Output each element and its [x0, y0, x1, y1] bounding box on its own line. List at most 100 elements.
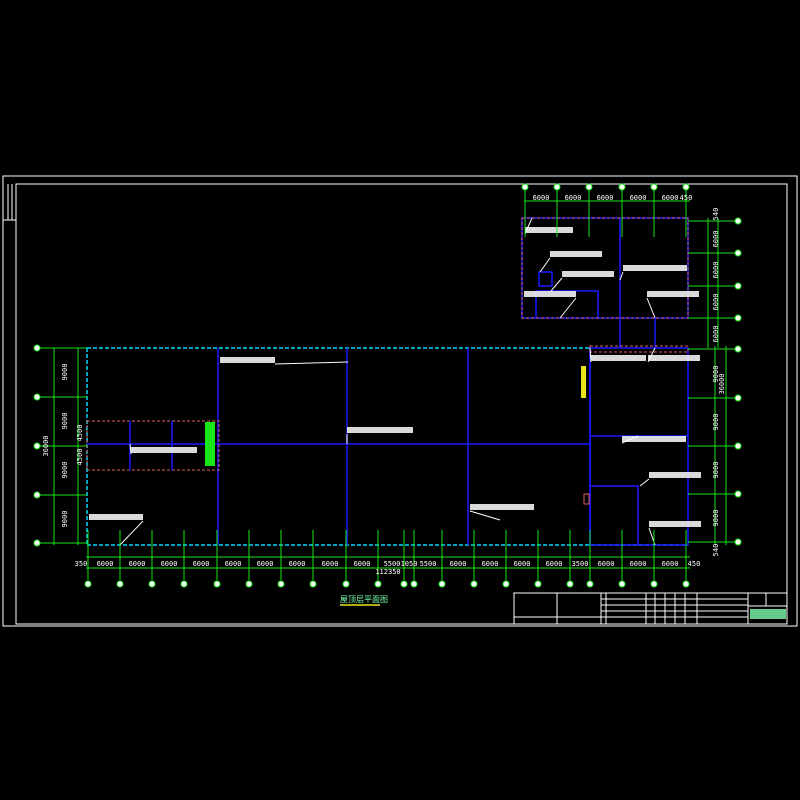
axis-bubble	[180, 580, 188, 588]
annotation-label	[470, 504, 534, 510]
annotation-label	[525, 227, 573, 233]
axis-bubble	[400, 580, 408, 588]
leader-line	[129, 443, 132, 455]
outer-frame	[2, 175, 798, 627]
axis-bubble	[734, 217, 742, 225]
dimension-text: 6000	[257, 560, 274, 568]
leader-line	[646, 297, 656, 319]
stair-hatch	[205, 422, 215, 466]
dimension-text: 6000	[354, 560, 371, 568]
dimension-text: 6000	[630, 560, 647, 568]
leader-line	[469, 510, 501, 521]
dimension-text: 6000	[565, 194, 582, 202]
annotation-label	[623, 265, 687, 271]
building-walls	[86, 217, 689, 546]
leader-line	[539, 257, 551, 273]
annotation-label	[591, 355, 646, 361]
dimension-text: 9000	[61, 413, 69, 430]
dimension-text: 350	[75, 560, 88, 568]
title-block-logo	[750, 609, 786, 619]
axis-bubble	[553, 183, 561, 191]
leader-line	[274, 361, 349, 365]
annotation-label	[524, 291, 576, 297]
dimension-text: 6000	[662, 560, 679, 568]
axis-bubble	[650, 580, 658, 588]
dimension-text: 9000	[712, 366, 720, 383]
axis-bubble	[470, 580, 478, 588]
axis-bubble	[33, 393, 41, 401]
dimension-text: 450	[688, 560, 701, 568]
axis-bubble	[245, 580, 253, 588]
axis-bubble	[618, 183, 626, 191]
axis-bubble	[213, 580, 221, 588]
dimension-text: 5500	[384, 560, 401, 568]
dimension-text: 4500	[76, 425, 84, 442]
leader-line	[639, 478, 650, 487]
dimension-text: 6000	[289, 560, 306, 568]
axis-bubble	[84, 580, 92, 588]
axis-bubble	[586, 580, 594, 588]
axis-bubble	[566, 580, 574, 588]
leader-line	[550, 277, 563, 292]
axis-bubble	[277, 580, 285, 588]
dimension-text: 9000	[712, 414, 720, 431]
dimension-text: 3500	[572, 560, 589, 568]
leader-line	[589, 347, 592, 363]
dimension-text: 6000	[482, 560, 499, 568]
annotation-label	[562, 271, 614, 277]
dimension-text: 540	[712, 208, 720, 221]
roof-hatch	[581, 366, 586, 398]
leader-line	[647, 347, 656, 363]
dimension-text: 6000	[712, 294, 720, 311]
axis-bubble	[502, 580, 510, 588]
dimension-text: 6000	[193, 560, 210, 568]
axis-bubble	[33, 539, 41, 547]
axis-bubble	[33, 442, 41, 450]
inner-frame	[15, 183, 788, 625]
annotation-label	[220, 357, 275, 363]
axis-bubble	[148, 580, 156, 588]
dimension-text: 6000	[630, 194, 647, 202]
dimension-text: 450	[680, 194, 693, 202]
dimension-lines	[53, 200, 727, 569]
leader-line	[621, 435, 639, 444]
dimension-text: 6000	[533, 194, 550, 202]
axis-bubble	[521, 183, 529, 191]
axis-bubble	[374, 580, 382, 588]
dimension-text: 1050	[401, 560, 418, 568]
dimension-text: 9000	[712, 462, 720, 479]
annotation-label	[347, 427, 413, 433]
dimension-text: 6000	[514, 560, 531, 568]
dimension-text: 9000	[61, 511, 69, 528]
annotation-label	[131, 447, 197, 453]
annotation-label	[622, 436, 686, 442]
leader-line	[119, 520, 144, 546]
dimension-text: 36000	[718, 373, 726, 394]
dimension-text: 6000	[712, 326, 720, 343]
annotation-label	[89, 514, 143, 520]
annotations	[89, 217, 701, 546]
axis-bubble	[650, 183, 658, 191]
dimension-text: 6000	[161, 560, 178, 568]
axis-bubble	[438, 580, 446, 588]
annotation-label	[647, 291, 699, 297]
axis-bubble	[585, 183, 593, 191]
axis-bubble	[734, 314, 742, 322]
annotation-label	[649, 521, 701, 527]
axis-bubble	[534, 580, 542, 588]
leader-line	[524, 217, 533, 235]
axis-bubble	[682, 580, 690, 588]
leader-line	[619, 271, 624, 281]
dimension-text: 6000	[450, 560, 467, 568]
dimension-text: 6000	[546, 560, 563, 568]
title-block	[513, 592, 788, 625]
axis-bubble	[734, 490, 742, 498]
drawing-title: 屋顶层平面图	[340, 595, 388, 604]
dimension-text: 6000	[597, 194, 614, 202]
dimension-text: 36000	[42, 435, 50, 456]
dimension-text: 5500	[420, 560, 437, 568]
axis-bubble	[734, 394, 742, 402]
dimension-text: 540	[712, 544, 720, 557]
annotation-label	[649, 472, 701, 478]
axis-bubble	[33, 491, 41, 499]
